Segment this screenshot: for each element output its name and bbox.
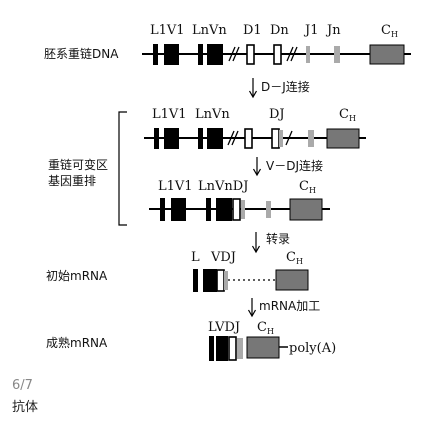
segment-label-lnvn: LnVn bbox=[192, 23, 227, 38]
label-mature-mrna: 成熟mRNA bbox=[46, 335, 108, 350]
polya-label: poly(A) bbox=[289, 341, 336, 356]
ch-gene bbox=[369, 44, 405, 65]
v1-exon bbox=[164, 128, 179, 149]
dj-j-segment bbox=[279, 130, 283, 147]
segment-label-vdj: VDJ bbox=[210, 250, 236, 265]
dj-d-segment bbox=[271, 128, 280, 149]
row-mature-mrna: 成熟mRNA LVDJ CH poly(A) bbox=[46, 320, 336, 361]
jn-segment bbox=[308, 130, 314, 147]
gap-mark bbox=[227, 130, 235, 146]
d-segment bbox=[232, 198, 241, 221]
row-primary-mrna: 初始mRNA L VDJ CH bbox=[46, 250, 309, 292]
segment-label-l1v1: L1V1 bbox=[152, 107, 187, 122]
step-vdj-joining: V－DJ连接 bbox=[252, 157, 323, 177]
l-exon bbox=[209, 336, 214, 361]
ch-gene bbox=[289, 198, 323, 221]
vdj-j-segment bbox=[237, 338, 243, 359]
ln-exon bbox=[198, 128, 203, 149]
ch-gene bbox=[275, 269, 309, 291]
jn-segment bbox=[266, 201, 271, 218]
segment-label-ch: CH bbox=[299, 179, 316, 195]
step-mrna-processing: mRNA加工 bbox=[247, 298, 320, 318]
vdj-v-exon bbox=[203, 269, 217, 292]
segment-label-lnvn: LnVn bbox=[195, 107, 230, 122]
segment-label-l1v1: L1V1 bbox=[158, 179, 193, 194]
rearrangement-bracket: 重链可变区 基因重排 bbox=[48, 111, 127, 226]
step-transcription: 转录 bbox=[251, 231, 290, 254]
ln-exon bbox=[198, 44, 203, 65]
segment-label-ch: CH bbox=[339, 107, 356, 123]
d1-segment bbox=[246, 44, 255, 65]
gap-mark bbox=[286, 46, 294, 62]
l1-exon bbox=[154, 128, 159, 149]
segment-label-l: L bbox=[191, 250, 200, 265]
segment-label-ch: CH bbox=[257, 320, 274, 336]
l1-exon bbox=[160, 198, 165, 221]
gap-mark bbox=[285, 130, 293, 146]
down-arrow-icon bbox=[247, 309, 257, 318]
step-label-vdj: V－DJ连接 bbox=[266, 158, 323, 173]
label-rearrangement-2: 基因重排 bbox=[48, 174, 96, 188]
vn-exon bbox=[207, 128, 223, 149]
segment-label-dj: DJ bbox=[269, 107, 285, 122]
segment-label-lvdj: LVDJ bbox=[208, 320, 240, 335]
l1-exon bbox=[153, 44, 158, 65]
vn-exon bbox=[207, 44, 223, 65]
segment-label-d1: D1 bbox=[243, 23, 262, 38]
vdj-j-segment bbox=[224, 271, 228, 290]
vn-exon bbox=[216, 198, 232, 221]
label-rearrangement-1: 重链可变区 bbox=[48, 157, 108, 172]
step-dj-joining: D－J连接 bbox=[248, 78, 310, 99]
vdj-v-exon bbox=[216, 336, 228, 361]
j1-segment bbox=[306, 46, 310, 63]
label-germline-dna: 胚系重链DNA bbox=[44, 46, 119, 61]
label-primary-mrna: 初始mRNA bbox=[46, 269, 108, 283]
ch-gene bbox=[326, 128, 360, 149]
vdj-d-segment bbox=[228, 336, 237, 361]
v1-exon bbox=[171, 198, 186, 221]
segment-label-jn: Jn bbox=[325, 23, 341, 38]
dn-segment bbox=[273, 44, 282, 65]
row-after-vdj: L1V1 LnVnDJ CH bbox=[149, 179, 330, 221]
page-indicator: 6/7 bbox=[12, 378, 33, 393]
down-arrow-icon bbox=[252, 168, 262, 177]
segment-label-ch: CH bbox=[381, 23, 398, 39]
l-exon bbox=[193, 269, 198, 292]
segment-label-ch: CH bbox=[286, 250, 303, 266]
v1-exon bbox=[164, 44, 179, 65]
row-germline-dna: 胚系重链DNA L1V1 LnVn D1 Dn J1 Jn CH bbox=[44, 23, 411, 65]
segment-label-j1: J1 bbox=[303, 23, 318, 38]
step-label-transcription: 转录 bbox=[266, 231, 290, 246]
j-segment bbox=[241, 200, 245, 219]
step-label-dj: D－J连接 bbox=[261, 79, 310, 94]
down-arrow-icon bbox=[251, 245, 261, 254]
vdj-d-segment bbox=[216, 269, 225, 292]
down-arrow-icon bbox=[248, 90, 258, 99]
segment-label-lnvndj: LnVnDJ bbox=[198, 179, 248, 194]
d1-segment bbox=[244, 128, 253, 149]
ln-exon bbox=[206, 198, 211, 221]
gap-mark bbox=[228, 46, 236, 62]
step-label-processing: mRNA加工 bbox=[259, 299, 320, 313]
caption: 抗体 bbox=[12, 400, 39, 415]
row-after-dj: L1V1 LnVn DJ CH bbox=[144, 107, 366, 149]
segment-label-l1v1: L1V1 bbox=[150, 23, 185, 38]
segment-label-dn: Dn bbox=[270, 23, 289, 38]
jn-segment bbox=[334, 46, 340, 63]
ch-gene bbox=[246, 336, 280, 359]
